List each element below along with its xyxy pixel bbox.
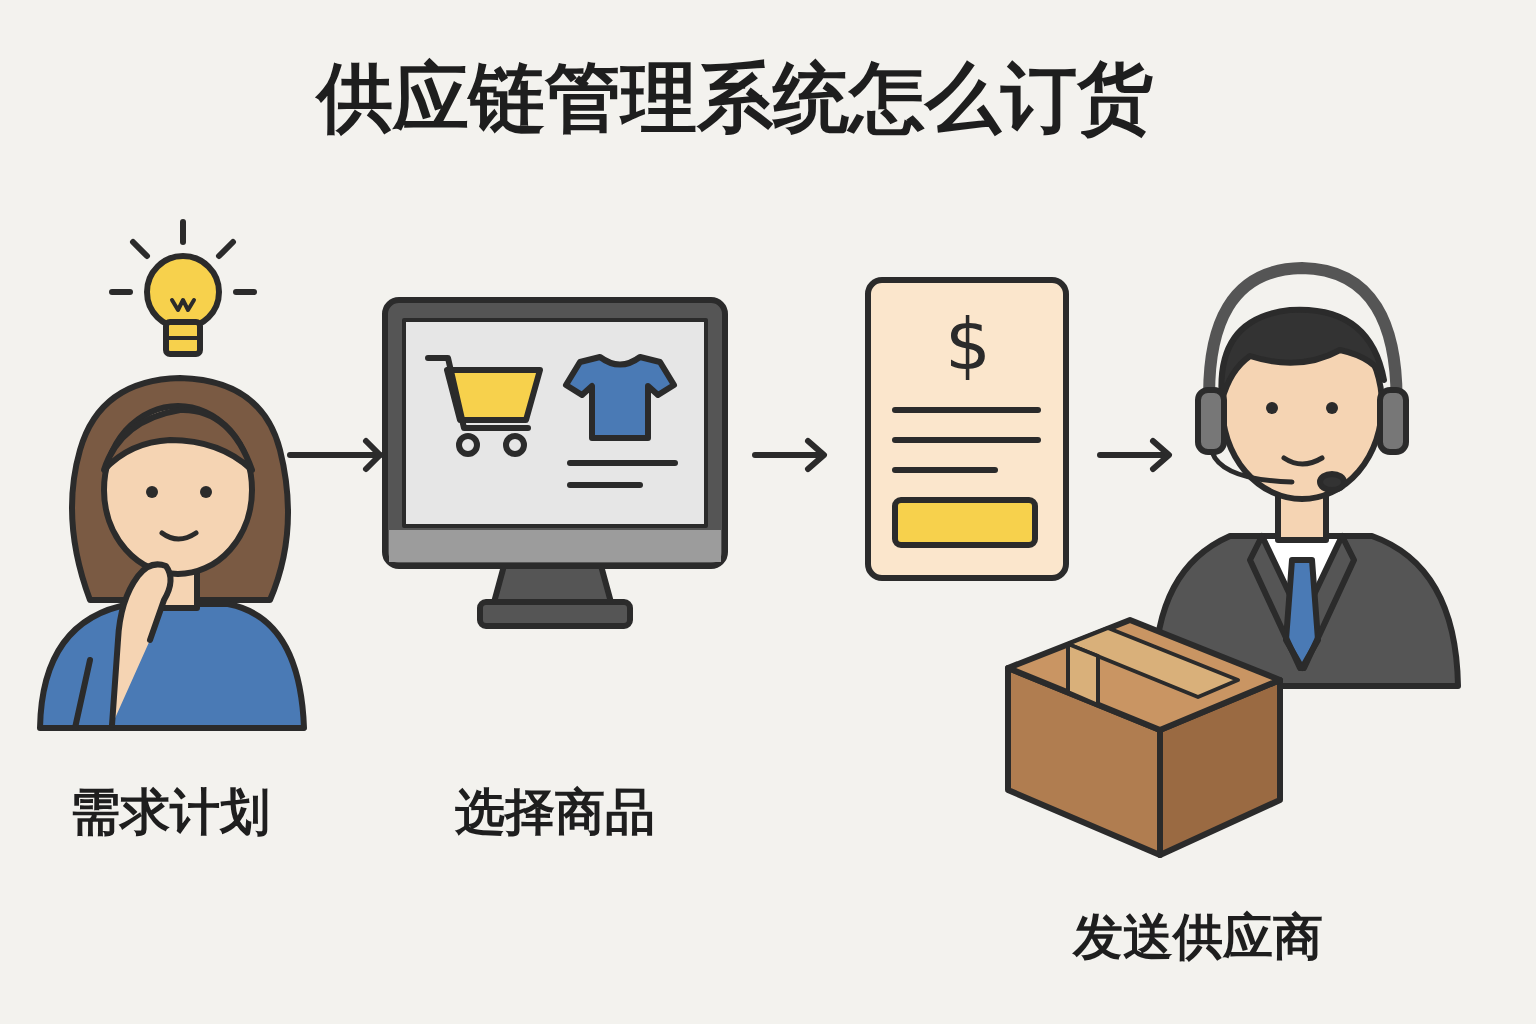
- step-caption: 发送供应商: [1073, 907, 1323, 967]
- idea-bulb: [112, 222, 254, 354]
- invoice-document: [868, 280, 1066, 578]
- step-caption: 需求计划: [70, 782, 270, 842]
- cardboard-box: [1008, 620, 1280, 855]
- supplier-agent: [1155, 268, 1458, 686]
- diagram-title: 供应链管理系统怎么订货: [0, 52, 1470, 143]
- step-node: 选择商品: [380, 295, 730, 842]
- step-node: 发送供应商: [1000, 255, 1465, 967]
- step-caption: 选择商品: [455, 782, 655, 842]
- flow-arrow: [290, 441, 380, 469]
- computer-monitor: [385, 300, 725, 626]
- flow-arrow: [755, 441, 1169, 469]
- currency-symbol: $: [945, 308, 991, 380]
- planner-person: [40, 378, 304, 728]
- step-node: 需求计划: [50, 220, 290, 842]
